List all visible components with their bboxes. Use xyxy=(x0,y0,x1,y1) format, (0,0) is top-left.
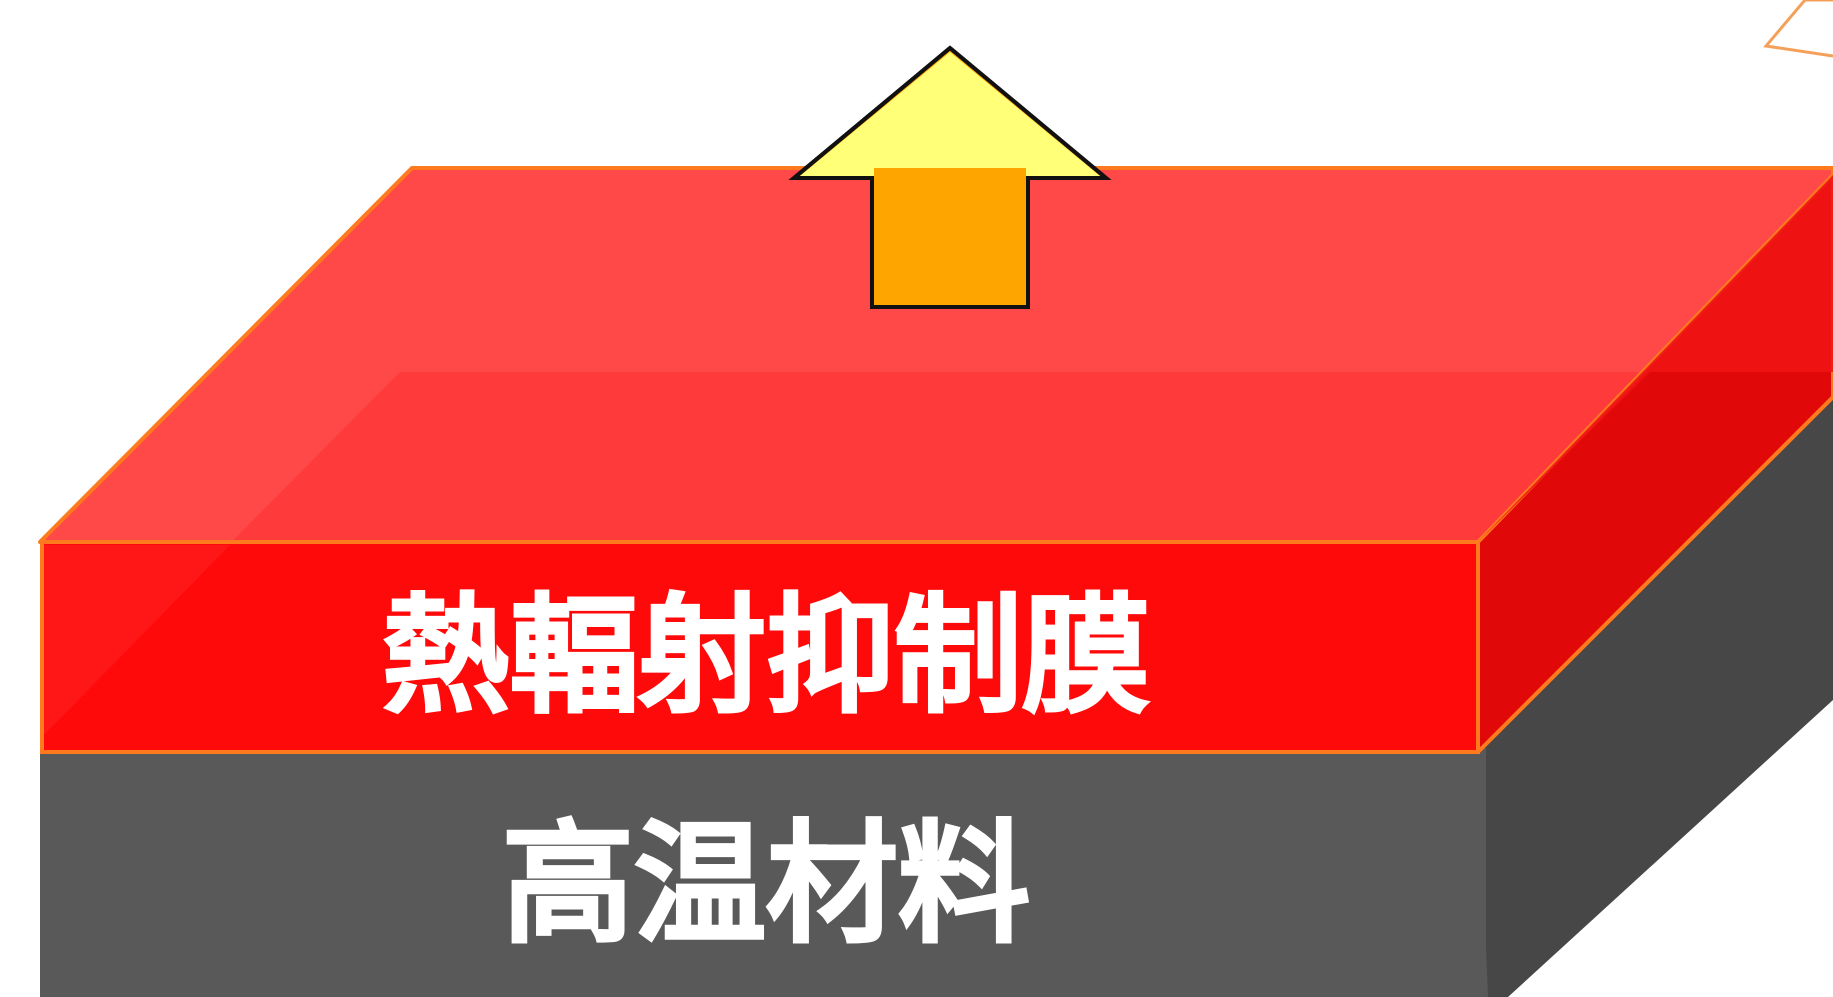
upward-arrow xyxy=(788,45,1112,309)
substrate-front-rect xyxy=(40,748,1486,997)
substrate-label: 高温材料 xyxy=(502,808,1030,962)
arrow-head-highlight xyxy=(800,52,1100,176)
corner-outline-shape xyxy=(1763,0,1833,58)
film-label: 熱輻射抑制膜 xyxy=(382,582,1150,731)
film-front-face xyxy=(40,540,1480,754)
substrate-side-face xyxy=(1478,397,1833,997)
arrow-outline xyxy=(788,46,1112,309)
substrate-block xyxy=(40,397,1833,997)
film-top-edge xyxy=(38,166,1833,544)
film-front-shade xyxy=(44,545,230,735)
film-layer xyxy=(38,166,1833,754)
film-side-upper xyxy=(1478,175,1833,542)
